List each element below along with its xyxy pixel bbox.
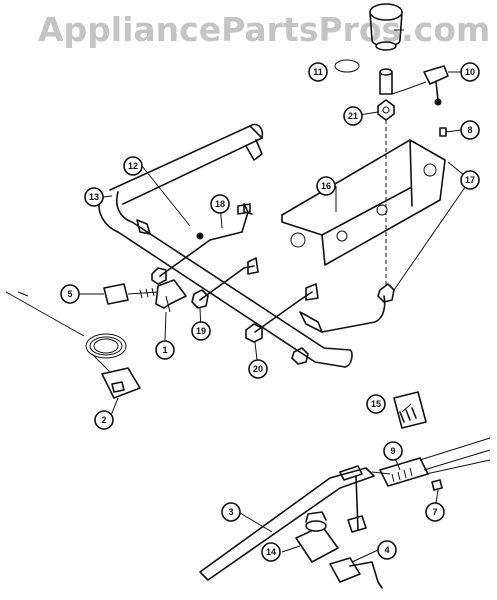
svg-text:14: 14 bbox=[266, 547, 276, 557]
callout-18: 18 bbox=[210, 194, 230, 214]
lower-burner-assembly bbox=[199, 391, 491, 589]
callout-8: 8 bbox=[460, 120, 480, 140]
callout-17: 17 bbox=[460, 170, 480, 190]
callout-12: 12 bbox=[123, 156, 143, 176]
thermostat-assembly bbox=[5, 279, 187, 399]
svg-text:7: 7 bbox=[432, 507, 437, 517]
manifold-brackets bbox=[136, 219, 323, 333]
svg-text:18: 18 bbox=[215, 199, 225, 209]
callout-10: 10 bbox=[460, 62, 480, 82]
svg-text:16: 16 bbox=[321, 181, 331, 191]
callout-13: 13 bbox=[84, 187, 104, 207]
callout-19: 19 bbox=[191, 321, 211, 341]
top-regulator-assembly bbox=[334, 3, 449, 288]
svg-text:12: 12 bbox=[128, 161, 138, 171]
svg-text:11: 11 bbox=[313, 67, 323, 77]
callout-9: 9 bbox=[383, 441, 403, 461]
callout-7: 7 bbox=[425, 502, 445, 522]
callout-14: 14 bbox=[261, 542, 281, 562]
callout-15: 15 bbox=[366, 394, 386, 414]
svg-text:1: 1 bbox=[162, 345, 167, 355]
valve-lines bbox=[159, 203, 386, 333]
callout-3: 3 bbox=[221, 502, 241, 522]
svg-text:10: 10 bbox=[465, 67, 475, 77]
svg-text:15: 15 bbox=[371, 399, 381, 409]
svg-text:9: 9 bbox=[390, 446, 395, 456]
svg-text:19: 19 bbox=[196, 326, 206, 336]
callout-5: 5 bbox=[60, 284, 80, 304]
svg-text:13: 13 bbox=[89, 192, 99, 202]
callout-1: 1 bbox=[155, 340, 175, 360]
svg-text:5: 5 bbox=[67, 289, 72, 299]
callout-20: 20 bbox=[248, 359, 268, 379]
svg-text:21: 21 bbox=[348, 111, 358, 121]
svg-text:20: 20 bbox=[253, 364, 263, 374]
regulator-bracket bbox=[281, 139, 446, 266]
svg-text:4: 4 bbox=[384, 545, 389, 555]
svg-text:8: 8 bbox=[467, 125, 472, 135]
callout-16: 16 bbox=[316, 176, 336, 196]
svg-text:2: 2 bbox=[101, 415, 106, 425]
svg-text:17: 17 bbox=[465, 175, 475, 185]
callout-2: 2 bbox=[94, 410, 114, 430]
callout-4: 4 bbox=[377, 540, 397, 560]
callout-21: 21 bbox=[343, 106, 363, 126]
watermark-logo: AppliancePartsPros.com bbox=[38, 10, 491, 49]
svg-text:3: 3 bbox=[228, 507, 233, 517]
fittings bbox=[151, 232, 395, 365]
callout-11: 11 bbox=[308, 62, 328, 82]
